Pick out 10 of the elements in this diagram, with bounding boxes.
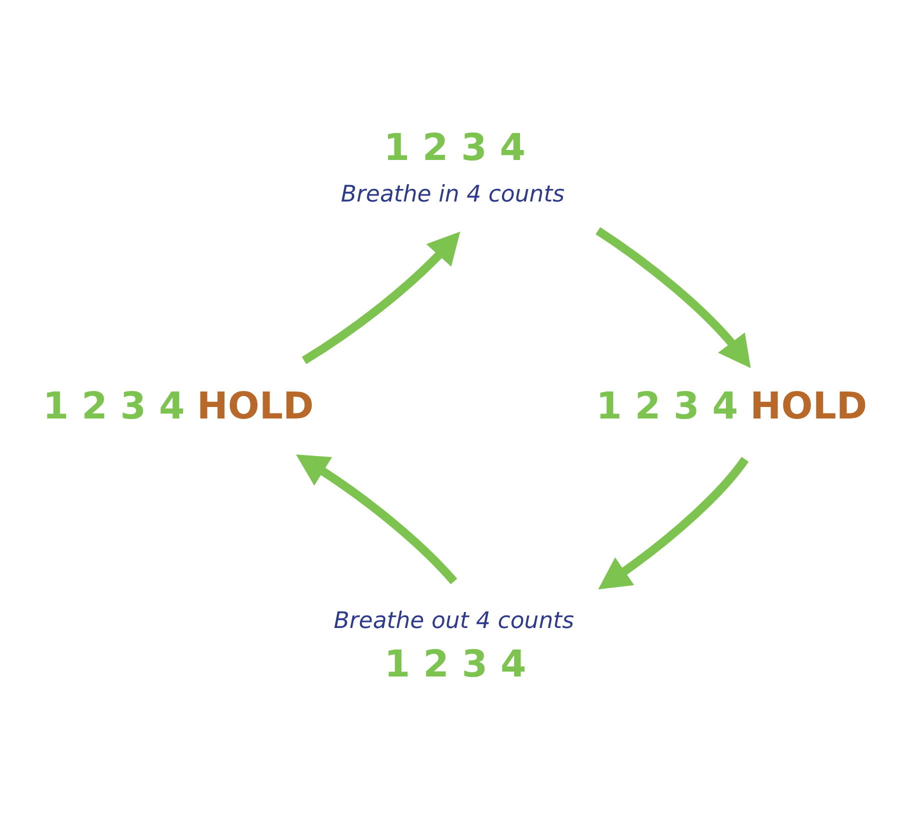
arrow xyxy=(598,456,749,590)
node-text: 1 2 3 4 xyxy=(384,642,526,686)
arrow xyxy=(302,232,460,364)
arrow xyxy=(296,454,458,584)
node-label: Breathe in 4 counts xyxy=(340,182,565,208)
node-text: 1 2 3 4 xyxy=(384,126,526,170)
node-text: 1 2 3 4 HOLD xyxy=(596,384,868,428)
arrow xyxy=(596,227,751,368)
node-text: 1 2 3 4 HOLD xyxy=(42,384,314,428)
node-label: Breathe out 4 counts xyxy=(334,608,574,634)
